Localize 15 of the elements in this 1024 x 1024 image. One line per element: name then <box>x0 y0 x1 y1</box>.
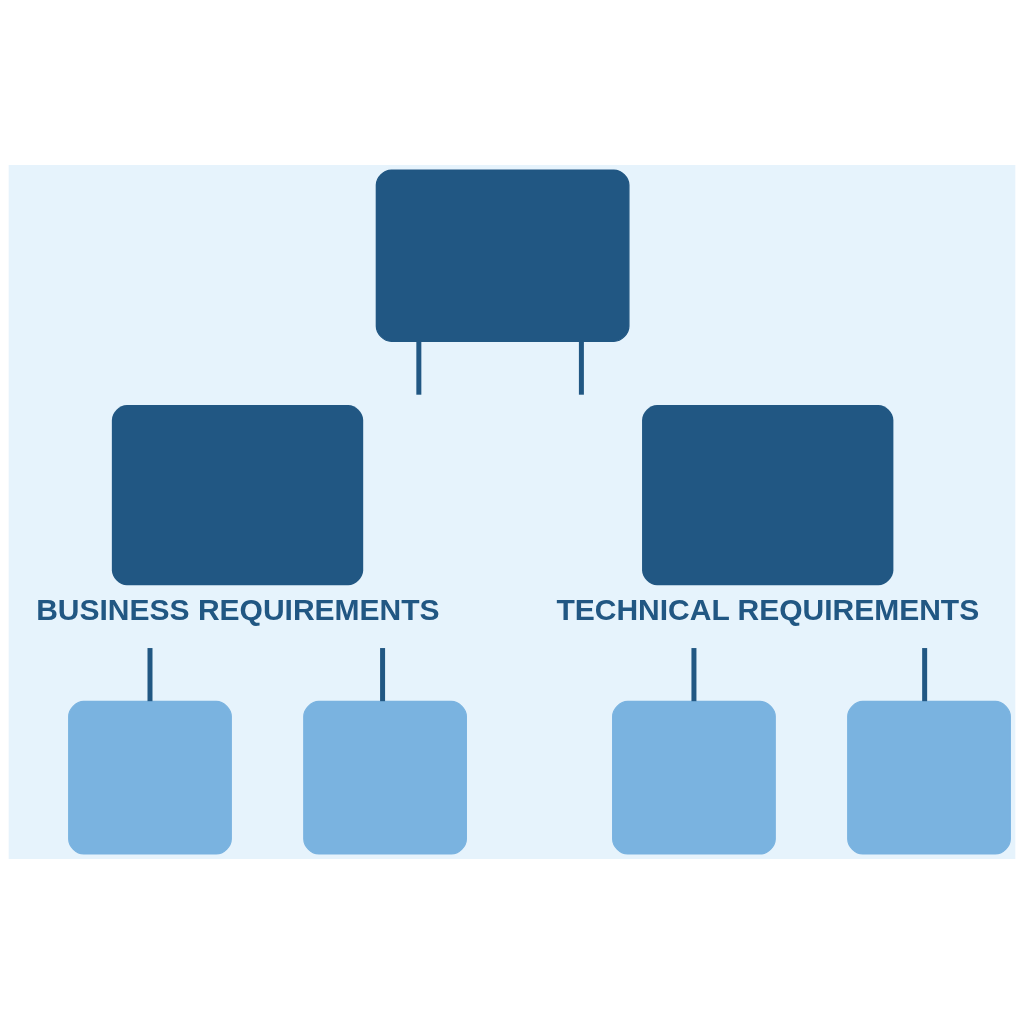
node-box <box>847 700 1011 855</box>
node-label: TECHNICAL REQUIREMENTS <box>556 593 980 627</box>
connector <box>380 648 386 702</box>
connector <box>691 648 697 702</box>
node-box <box>642 405 894 586</box>
connector <box>147 648 153 702</box>
node-box <box>303 700 467 855</box>
connector <box>578 341 584 395</box>
node-box <box>375 169 630 342</box>
connector <box>416 341 422 395</box>
node-box <box>111 405 364 586</box>
connector <box>922 648 928 702</box>
node-box <box>68 700 232 855</box>
node-box <box>612 700 776 855</box>
node-label: BUSINESS REQUIREMENTS <box>36 593 440 627</box>
